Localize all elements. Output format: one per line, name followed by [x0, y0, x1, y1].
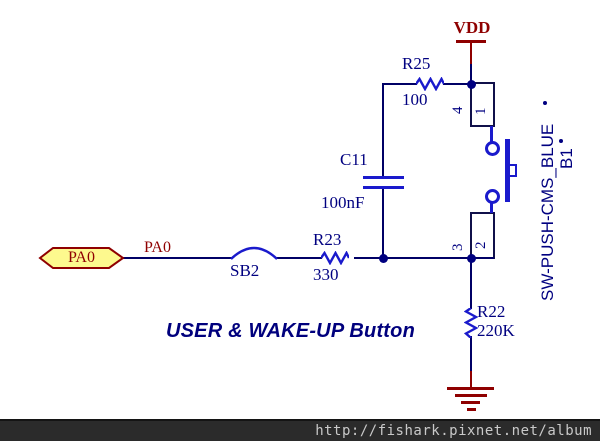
pa0-port-label: PA0	[68, 249, 95, 266]
c11-capacitor-plate-bottom	[363, 186, 404, 189]
r25-value-label: 100	[402, 90, 428, 109]
r22-resistor-icon	[464, 308, 478, 338]
r23-value-label: 330	[313, 265, 339, 284]
r22-value-label: 220K	[477, 321, 515, 340]
wire-vdd-to-node	[470, 64, 472, 85]
sb2-ref-label: SB2	[230, 261, 260, 280]
sb2-bridge-icon	[230, 246, 278, 260]
wire-r22-to-gnd	[470, 336, 472, 372]
wire-vdd-stub	[470, 42, 472, 66]
wire-r25-to-node	[443, 83, 472, 85]
junction-dot-vdd-node	[467, 80, 476, 89]
pa0-port-icon	[38, 247, 125, 269]
wire-sb2-to-r23	[276, 257, 322, 259]
wire-corner-to-r25	[382, 83, 417, 85]
ground-icon	[455, 394, 487, 397]
pa0-net-label: PA0	[144, 239, 171, 256]
r23-ref-label: R23	[313, 230, 342, 249]
vdd-bar-icon	[456, 40, 486, 43]
wire-contact-to-box-bottom	[490, 202, 493, 213]
switch-pinbox-top	[470, 82, 495, 127]
ground-icon	[461, 401, 480, 404]
wire-to-c11-top	[382, 84, 384, 177]
r22-ref-label: R22	[477, 302, 506, 321]
asterisk-dot-icon	[559, 139, 563, 143]
wire-box-to-contact-top	[490, 126, 493, 143]
c11-capacitor-plate-top	[363, 176, 404, 179]
vdd-label: VDD	[453, 18, 491, 37]
r23-resistor-icon	[321, 251, 349, 265]
wire-r23-to-switch	[354, 257, 494, 259]
push-button-contact-top-icon	[485, 141, 500, 156]
c11-value-label: 100nF	[321, 193, 365, 212]
switch-part-label: SW-PUSH-CMS_BLUE	[538, 123, 557, 301]
junction-dot-c11-node	[379, 254, 388, 263]
switch-pinbox-bottom	[470, 212, 495, 259]
push-button-contact-bottom-icon	[485, 189, 500, 204]
schematic-title: USER & WAKE-UP Button	[166, 320, 415, 342]
pin-4-label: 4	[450, 106, 466, 115]
pin-2-label: 2	[473, 241, 489, 250]
watermark-bar: http://fishark.pixnet.net/album	[0, 419, 600, 441]
push-button-actuator-icon	[505, 139, 510, 202]
junction-dot-r22-node	[467, 254, 476, 263]
c11-ref-label: C11	[340, 150, 368, 169]
wire-c11-to-node	[382, 188, 384, 259]
r25-ref-label: R25	[402, 54, 431, 73]
switch-ref-label: B1	[557, 148, 576, 169]
wire-gnd-stub	[470, 371, 472, 388]
watermark-url: http://fishark.pixnet.net/album	[315, 423, 592, 439]
pin-1-label: 1	[473, 107, 489, 116]
ground-icon	[447, 387, 494, 390]
asterisk-dot-icon	[543, 101, 547, 105]
pin-3-label: 3	[450, 243, 466, 252]
wire-node-to-r22	[470, 257, 472, 309]
wire-port-to-sb2	[123, 257, 232, 259]
ground-icon	[467, 408, 476, 411]
r25-resistor-icon	[416, 77, 444, 91]
